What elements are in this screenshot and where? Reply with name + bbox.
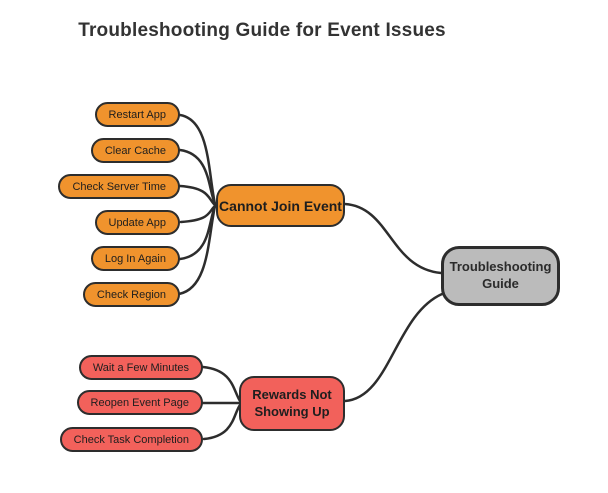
node-label: Troubleshooting Guide — [449, 259, 552, 291]
page-title: Troubleshooting Guide for Event Issues — [78, 20, 446, 41]
node-check-task-completion: Check Task Completion — [59, 427, 203, 452]
node-rewards-not-showing-up: Rewards Not Showing Up — [239, 376, 345, 431]
node-label: Clear Cache — [104, 144, 166, 157]
node-label: Cannot Join Event — [219, 197, 342, 214]
node-label: Rewards Not Showing Up — [252, 387, 332, 419]
node-label: Log In Again — [104, 252, 166, 265]
edge-wait-a-few-minutes — [201, 365, 242, 403]
node-log-in-again: Log In Again — [90, 246, 180, 271]
node-check-region: Check Region — [82, 282, 180, 307]
node-restart-app: Restart App — [94, 102, 180, 127]
node-troubleshooting-guide: Troubleshooting Guide — [441, 246, 560, 306]
node-update-app: Update App — [94, 210, 180, 235]
edge-cannot-join-root — [343, 202, 443, 275]
node-cannot-join-event: Cannot Join Event — [216, 184, 345, 227]
node-check-server-time: Check Server Time — [58, 174, 180, 199]
edge-rewards-root — [343, 292, 444, 403]
edge-check-region — [177, 204, 217, 296]
node-label: Check Region — [96, 288, 166, 301]
edge-clear-cache — [178, 148, 217, 206]
node-label: Update App — [108, 216, 167, 229]
node-label: Check Task Completion — [73, 433, 189, 446]
node-label: Wait a Few Minutes — [92, 361, 189, 374]
node-label: Check Server Time — [72, 180, 166, 193]
node-label: Restart App — [108, 108, 166, 121]
edge-update-app — [179, 204, 217, 224]
edge-restart-app — [178, 113, 217, 206]
edge-check-server-time — [178, 184, 217, 207]
node-reopen-event-page: Reopen Event Page — [76, 390, 203, 415]
node-label: Reopen Event Page — [90, 396, 189, 409]
edge-check-task-completion — [202, 403, 242, 441]
node-wait-a-few-minutes: Wait a Few Minutes — [78, 355, 203, 380]
node-clear-cache: Clear Cache — [90, 138, 180, 163]
